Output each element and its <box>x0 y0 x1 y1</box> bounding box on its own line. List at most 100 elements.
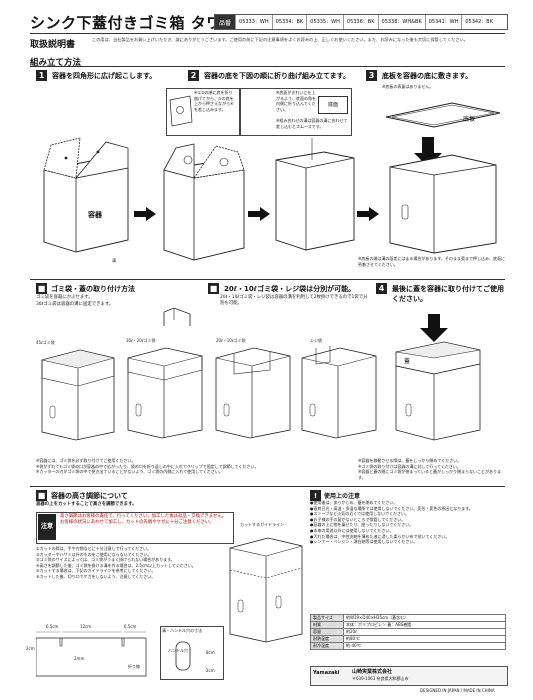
spec-row: 耐熱温度約80℃ <box>310 635 506 643</box>
usage-title: 使用上の注意 <box>324 493 361 500</box>
code-2: 05334：BK <box>271 15 307 29</box>
warning-icon: ! <box>310 490 321 501</box>
bags-notes-right: ※容器を移動させる際は、蓋をしっかり閉めてください。 ※ゴミ袋の取り付けは容器の… <box>358 458 506 480</box>
step-2-badge: 2 <box>188 70 199 81</box>
step-3-text: 底板を容器の底に敷きます。 <box>382 72 473 80</box>
step-3-badge: 3 <box>366 70 377 81</box>
manual-title: 取扱説明書 <box>30 40 76 50</box>
product-title: シンク下蓋付きゴミ箱 タワー <box>30 14 238 32</box>
step-2b-detail-frame <box>240 88 352 136</box>
step-1-badge: 1 <box>36 70 47 81</box>
slot-dimension-frame <box>160 626 224 680</box>
step-2-text: 容器の底を下図の順に折り曲げ組み立てます。 <box>204 72 350 80</box>
usage-item-3: ●ストーブなど火気の近くでは使用しないでください。 <box>310 511 410 517</box>
label-30-20l-bag: 30ℓ・20ℓゴミ袋 <box>126 338 156 343</box>
company-name: 山崎実業株式会社 <box>352 669 393 675</box>
step-1-box-illustration <box>43 137 129 253</box>
label-fold-line: 折り線 <box>128 664 140 669</box>
height-divider <box>30 486 505 487</box>
box-with-lid-illustration <box>395 314 481 441</box>
product-code-box: 品番 05333：WH 05334：BK 05335：WH 05336：BK 0… <box>214 14 508 30</box>
usage-item-4: ●お子様の手の届かないところで保管してください。 <box>310 516 406 522</box>
height-item-3: ③ゴミ袋のサイズによっては、ゴミ袋がうまく掛けられない場合があります。 <box>36 557 175 563</box>
bags-bullet-icon: ■ <box>36 283 47 294</box>
caution-text: 高さ調節はお客様の責任で、行ってください。加工した後は返品・交換できません。お客… <box>60 514 227 526</box>
usage-item-6: ●本来の用途以外には使用しないでください。 <box>310 527 394 533</box>
spec-row: 耐冷温度約-40℃ <box>310 642 506 650</box>
slot-label: 溝・ハンドル穴の寸法 <box>162 628 202 633</box>
height-item-2: ②カッターやハサミ以外のものをご使用にならないでください。 <box>36 551 152 557</box>
bags-title-2: 20ℓ・10ℓゴミ袋・レジ袋は分別が可能。 <box>224 285 356 293</box>
arrow-right-icon <box>248 207 270 221</box>
label-bottom-board: 底板 <box>463 116 476 123</box>
usage-item-2: ●直射日光・高温・多湿な場所では使用しないでください。変形・変色の原因となります… <box>310 505 473 511</box>
header-divider <box>30 33 505 34</box>
step-2-note-a: ※①②の順に底を折り曲げてから、③の底を上から押さえながら④を差し込みます。 <box>194 90 234 112</box>
step-2-detail-frame <box>166 88 240 136</box>
height-item-1: ①カットの際は、手や刃物などに十分注意して行ってください。 <box>36 546 152 551</box>
bags-text-3: 20ℓ・10ℓゴミ袋・レジ袋は容器の溝を利用して2枚掛けできるので1袋で分別も可… <box>220 295 368 307</box>
dim-5: 2mm <box>74 656 85 661</box>
handle-hole-icon <box>175 641 191 671</box>
usage-item-5: ●容器の上に物を乗せたり、座ったりしないでください。 <box>310 522 414 528</box>
caution-label: 注意 <box>38 514 56 540</box>
code-1: 05333：WH <box>235 15 272 29</box>
bags-note-right-2: ※ゴミ袋の取り付けは容器の溝に対して行ってください。 <box>358 463 461 469</box>
label-lid: 蓋 <box>404 358 411 365</box>
spec-table: 製品サイズ約W19×D40×H35cm（蓋含む） 材質本体：ポリプロピレン 蓋：… <box>310 614 506 650</box>
step-2-note-b: ※底面がきれいに仕上がるよう、底面の角を内側に折り込んでください。 <box>276 90 316 112</box>
box-with-30l-bag <box>127 347 203 439</box>
arrow-right-icon <box>357 207 379 221</box>
company-box <box>310 666 508 686</box>
label-45l-bag: 45ℓゴミ袋 <box>36 340 55 345</box>
bags-bullet-icon: ■ <box>208 283 219 294</box>
footer-origin: DESIGNED IN JAPAN / MADE IN CHINA <box>420 688 495 693</box>
bottom-board-note: ※底板の端は溝の段差にはまる場合があります。そのまま奥まで押し込み、底面に密着さ… <box>358 256 505 267</box>
height-caution-frame <box>36 512 234 544</box>
code-4: 05336：BK <box>342 15 378 29</box>
usage-item-7: ●汚れた場合は、中性洗剤を薄めた液に浸した柔らかい布で拭いてください。 <box>310 533 450 539</box>
bags-note-left-1: ※容器には、ゴミ袋を必ず取り付けてご使用ください。 <box>36 458 136 463</box>
step-4-badge: 4 <box>376 283 387 294</box>
label-20-10l-bag: 20ℓ・10ℓゴミ袋 <box>216 338 246 343</box>
box-with-regi-bag <box>301 346 377 439</box>
arrow-right-icon <box>134 207 156 221</box>
code-3: 05335：WH <box>306 15 343 29</box>
bags-divider <box>30 279 505 280</box>
height-item-5: ⑤カットする場合は、下記のガイドラインを参考にしてください。 <box>36 568 156 574</box>
code-label: 品番 <box>215 15 236 29</box>
spec-row: 製品サイズ約W19×D40×H35cm（蓋含む） <box>310 614 506 622</box>
cut-guide-label: カットするガイドライン <box>240 522 284 527</box>
company-brand-logo: Yamazaki <box>313 670 340 676</box>
step-2-box-illustration <box>163 143 245 261</box>
height-items: ①カットの際は、手や刃物などに十分注意して行ってください。 ②カッターやハサミ以… <box>36 546 232 580</box>
dim-2: 12cm <box>80 624 92 629</box>
height-item-4: ④高さを調節した後、ゴミ袋を掛ける溝を作る場合は、2.5cm以上カットしてくださ… <box>36 562 196 568</box>
assembly-divider <box>30 66 505 67</box>
step-4-text: 最後に蓋を容器に取り付けてご使用ください。 <box>392 285 504 303</box>
spec-row: 材質本体：ポリプロピレン 蓋：ABS樹脂 <box>310 621 506 629</box>
box-with-20l-bag <box>215 347 291 439</box>
height-bullet-icon: ■ <box>36 490 47 501</box>
step-1-text: 容器を四角形に広げ起こします。 <box>52 72 157 80</box>
bags-note-left-3: ※カッターの刃がゴミ袋の中で突き出ていることがないよう、ゴミ袋の内側に入れて使用… <box>36 469 223 475</box>
height-text-1: 容器の上をカットすることで高さを調節できます。 <box>36 502 137 507</box>
dim-1: 6.5cm <box>46 624 59 629</box>
bags-note-right-1: ※容器を移動させる際は、蓋をしっかり閉めてください。 <box>358 458 462 463</box>
label-handle-hole: ハンドル穴 <box>168 648 188 653</box>
fold-detail-icon <box>169 95 193 127</box>
cut-guideline-illustration <box>229 537 303 643</box>
step-2-note-c: ※組み合わせの溝は容器の溝に合わせて差し込むとスムーズです。 <box>276 118 348 129</box>
code-7: 05342：BK <box>461 15 496 29</box>
hook-detail-icon <box>163 307 191 326</box>
dim-6: 8cm <box>206 650 215 655</box>
dim-4: 2cm <box>26 646 35 651</box>
assembly-title: 組み立て方法 <box>30 58 82 68</box>
step-3-illustration <box>385 102 501 254</box>
bags-text-2: 30ℓゴミ袋は容器の溝に固定できます。 <box>36 302 114 307</box>
height-title: 容器の高さ調節について <box>51 492 128 500</box>
usage-item-8: ●シンナー・ベンジン・漂白剤等は使用しないでください。 <box>310 539 418 545</box>
bags-note-left-2: ※袋がずれてもゴミ袋の口が容器の中で広がったり、袋の口を折り返しの中に入れてクリ… <box>36 463 259 469</box>
bags-notes-left: ※容器には、ゴミ袋を必ず取り付けてご使用ください。 ※袋がずれてもゴミ袋の口が容… <box>36 458 336 475</box>
dim-3: 6.5cm <box>124 624 137 629</box>
